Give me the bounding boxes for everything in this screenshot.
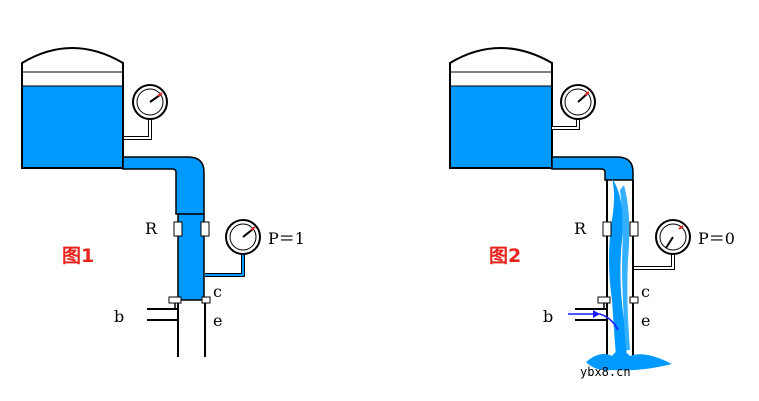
water-tank-2: [449, 47, 553, 169]
pipe-2: [551, 156, 672, 371]
pressure-gauge-icon: [225, 219, 261, 255]
pipe-1: [122, 156, 211, 357]
pressure-gauge-icon: [132, 84, 168, 120]
label-c: c: [641, 282, 650, 301]
label-c: c: [213, 282, 222, 301]
figure-1: R P＝1 图1 b c e: [21, 47, 305, 357]
water-tank-1: [21, 47, 124, 169]
pressure-gauge-icon: [560, 84, 596, 120]
pressure-label: P＝1: [268, 229, 305, 248]
label-e: e: [213, 311, 222, 330]
figure-caption: 图1: [62, 245, 94, 267]
pressure-gauge-icon: [655, 219, 691, 255]
label-b: b: [114, 307, 124, 326]
air-inflow-arrow-icon: [568, 310, 619, 331]
label-r: R: [145, 219, 158, 238]
figure-caption: 图2: [489, 245, 521, 267]
label-r: R: [574, 219, 587, 238]
pressure-label: P＝0: [698, 229, 735, 248]
label-e: e: [641, 311, 650, 330]
watermark-text: ybx8.cn: [580, 365, 631, 379]
label-b: b: [543, 307, 553, 326]
figure-2: R P＝0 图2 b c e: [449, 47, 735, 371]
